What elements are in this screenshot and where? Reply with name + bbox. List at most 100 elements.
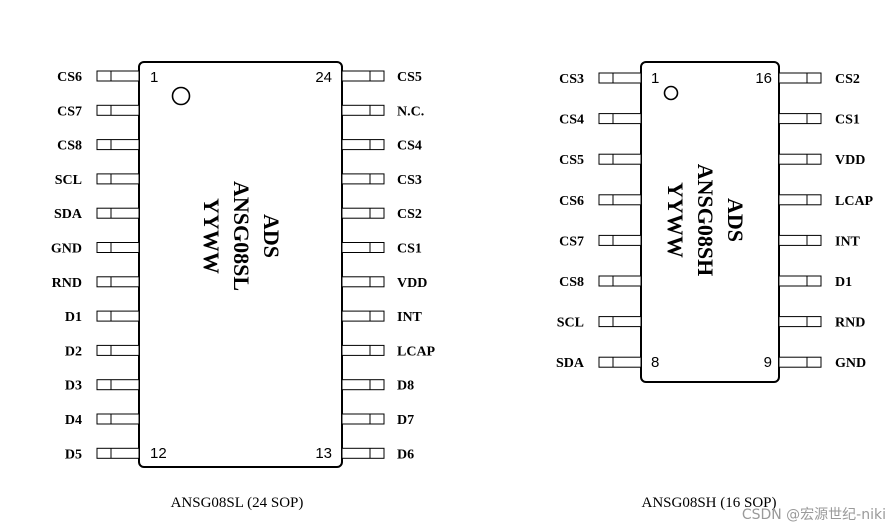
chip-16-pin-15-label: CS1 — [835, 113, 860, 128]
chip-16-pin-6 — [598, 275, 642, 287]
chip-24-pin-4-label: SCL — [55, 173, 82, 188]
chip-24-pin-9 — [96, 344, 140, 356]
chip-24-marking-line-1: ADS — [259, 214, 284, 258]
chip-24-pin-15 — [341, 379, 385, 391]
chip-16-pin-6-label: CS8 — [559, 275, 584, 290]
chip-16-pin-16-label: CS2 — [835, 72, 860, 87]
chip-24-pin-22 — [341, 139, 385, 151]
chip-16-pin-12-label: INT — [835, 234, 861, 249]
chip-24-pin-23-label: N.C. — [397, 104, 424, 119]
chip-24-pin-15-label: D8 — [397, 379, 414, 394]
chip-16-pin-9-number: 9 — [764, 354, 772, 371]
chip-24-pin-3-label: CS8 — [57, 139, 82, 154]
chip-16-pin-5-label: CS7 — [559, 234, 584, 249]
chip-16-pin-14 — [778, 153, 822, 165]
chip-24-pin-14 — [341, 413, 385, 425]
chip-16-pin-16-number: 16 — [755, 70, 772, 87]
chip-16-pin-3 — [598, 153, 642, 165]
chip-16-pin-13 — [778, 194, 822, 206]
chip-24-pin-24 — [341, 70, 385, 82]
chip-16-pin-2-label: CS4 — [559, 113, 584, 128]
chip-16-pin-11 — [778, 275, 822, 287]
chip-24-pin-20 — [341, 207, 385, 219]
chip-24-pin-10-label: D3 — [65, 379, 82, 394]
chip-16-pin-10-label: RND — [835, 316, 865, 331]
chip-16-body — [640, 61, 780, 383]
chip-24-pin-2 — [96, 104, 140, 116]
chip-24-caption: ANSG08SL (24 SOP) — [171, 495, 304, 511]
chip-24-pin-10 — [96, 379, 140, 391]
chip-16-pin-1-label: CS3 — [559, 72, 584, 87]
chip-16-pin-1-number: 1 — [651, 70, 659, 87]
chip-24-pin-12 — [96, 447, 140, 459]
chip-24-pin-19 — [341, 242, 385, 253]
chip-24-pin-9-label: D2 — [65, 344, 82, 359]
chip-16-pin-1 — [598, 72, 642, 84]
chip-24-pin-6-label: GND — [51, 242, 82, 257]
chip-24-pin-8 — [96, 310, 140, 322]
chip-16-pin-3-label: CS5 — [559, 153, 584, 168]
chip-24-pin-12-label: D5 — [65, 447, 82, 462]
chip-24-marking-line-3: YYWW — [199, 198, 224, 274]
chip-24-pin-8-label: D1 — [65, 310, 82, 325]
chip-16-pin-7-label: SCL — [557, 316, 584, 331]
chip-24-marking: ADS ANSG08SL YYWW — [199, 181, 284, 291]
chip-24-pin-16 — [341, 344, 385, 356]
chip-16-pin-4 — [598, 194, 642, 206]
chip-24-pin-17 — [341, 310, 385, 322]
chip-16-pin-8-number: 8 — [651, 354, 659, 371]
chip-24-pin-21 — [341, 173, 385, 185]
chip-16-pin-11-label: D1 — [835, 275, 852, 290]
chip-24-pin-22-label: CS4 — [397, 139, 422, 154]
chip-16-marking: ADS ANSG08SH YYWW — [663, 164, 748, 276]
chip-24-pin-5-label: SDA — [54, 207, 83, 222]
chip-24-pin-17-label: INT — [397, 310, 423, 325]
chip-24-body — [138, 61, 343, 468]
chip-16-pin-9-label: GND — [835, 356, 866, 371]
chip-24-pin-23 — [341, 104, 385, 116]
chip-24-pin-7-label: RND — [52, 276, 82, 291]
chip-24-pin-18 — [341, 276, 385, 288]
chip-24-pin-1 — [96, 70, 140, 82]
chip-24-pin-19-label: CS1 — [397, 242, 422, 257]
chip-24-pin-24-number: 24 — [315, 69, 332, 86]
chip-16-marking-line-1: ADS — [723, 198, 748, 242]
chip-24-pin-2-label: CS7 — [57, 104, 82, 119]
chip-24-pin-1-label: CS6 — [57, 70, 82, 85]
chip-16-pin-8 — [598, 356, 642, 368]
chip-24-pin-13-label: D6 — [397, 447, 414, 462]
chip-24-pin-13 — [341, 447, 385, 459]
chip-24-pin-4 — [96, 173, 140, 185]
chip-24-marking-line-2: ANSG08SL — [229, 181, 254, 291]
chip-24-pin-20-label: CS2 — [397, 207, 422, 222]
chip-24-pin-21-label: CS3 — [397, 173, 422, 188]
watermark: CSDN @宏源世纪-niki — [742, 507, 886, 523]
pin1-marker-icon — [171, 86, 191, 106]
chip-16-pin-14-label: VDD — [835, 153, 865, 168]
chip-24-pin-12-number: 12 — [150, 445, 167, 462]
chip-16-caption: ANSG08SH (16 SOP) — [641, 495, 776, 511]
chip-16-pin-13-label: LCAP — [835, 194, 874, 209]
chip-24-pin-18-label: VDD — [397, 276, 427, 291]
chip-24-pin-6 — [96, 242, 140, 253]
chip-16-pin-5 — [598, 234, 642, 246]
chip-16-pin-8-label: SDA — [556, 356, 585, 371]
chip-16-pin-9 — [778, 356, 822, 368]
chip-16-pin-12 — [778, 234, 822, 246]
chip-24-pin-24-label: CS5 — [397, 70, 422, 85]
chip-16-pin-4-label: CS6 — [559, 194, 584, 209]
chip-24-pin-7 — [96, 276, 140, 288]
chip-24-pin-3 — [96, 139, 140, 151]
chip-16-pin-7 — [598, 316, 642, 328]
chip-24-pin-11-label: D4 — [65, 413, 82, 428]
chip-24-pin-1-number: 1 — [150, 69, 158, 86]
chip-16-pin-10 — [778, 316, 822, 328]
chip-24-pin-16-label: LCAP — [397, 344, 436, 359]
